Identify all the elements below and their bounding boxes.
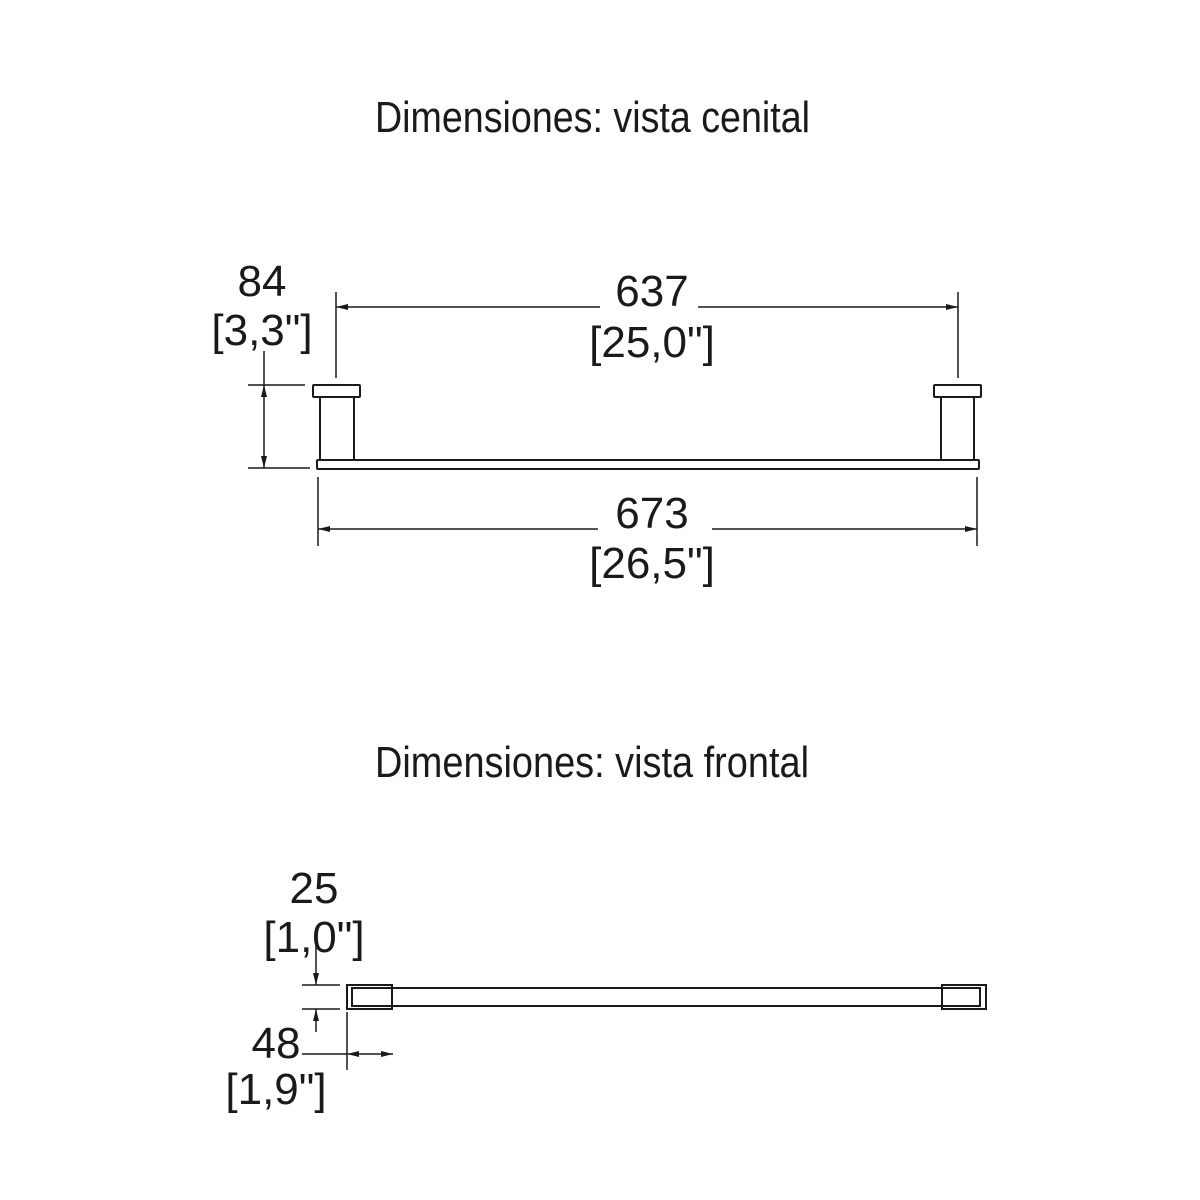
top-view-towel-bar [312,384,982,470]
overall-length-in: [26,5"] [589,539,715,588]
end-in: [1,9"] [225,1065,326,1114]
front-view-towel-bar [346,984,987,1010]
front-view-title: Dimensiones: vista frontal [375,738,809,787]
post-span-mm: 637 [615,267,688,316]
dim-overall-length: 673 [26,5"] [317,477,978,588]
dim-post-span: 637 [25,0"] [335,267,959,378]
post-span-in: [25,0"] [589,318,715,367]
depth-in: [3,3"] [211,306,312,355]
end-mm: 48 [252,1019,301,1068]
dim-height: 25 [1,0"] [263,864,365,1032]
overall-length-mm: 673 [615,489,688,538]
dim-depth: 84 [3,3"] [211,257,313,469]
top-view-title: Dimensiones: vista cenital [375,93,810,142]
depth-mm: 84 [238,257,287,306]
dim-end: 48 [1,9"] [225,1012,393,1114]
height-mm: 25 [290,864,339,913]
height-in: [1,0"] [263,913,364,962]
